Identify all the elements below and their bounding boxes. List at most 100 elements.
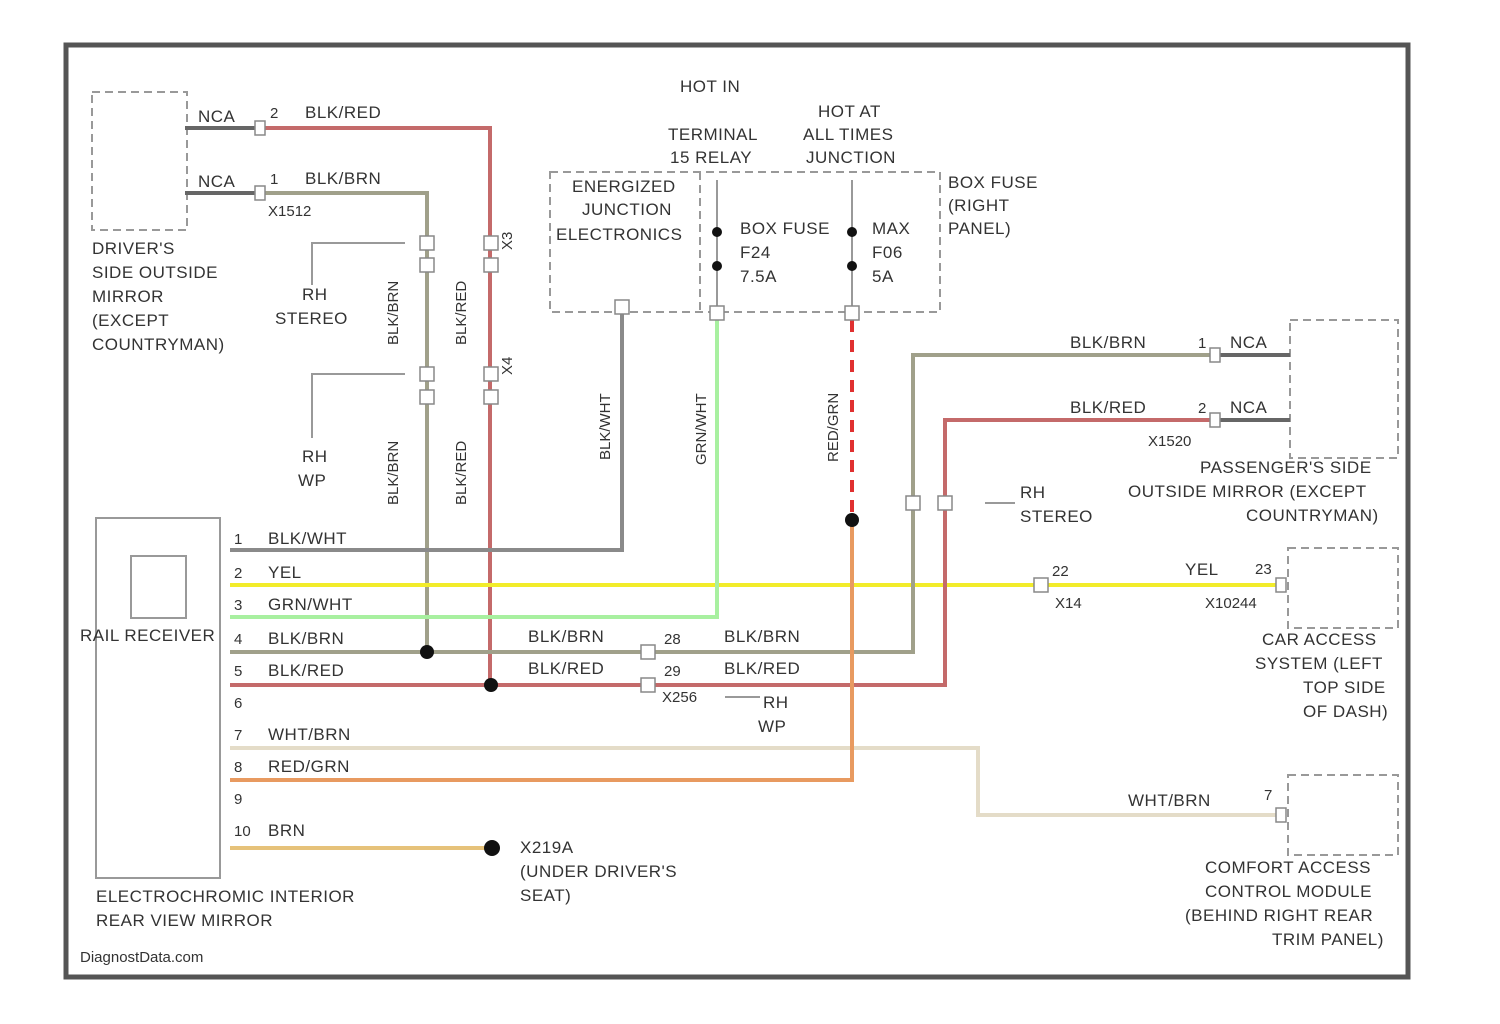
comfort-wire: WHT/BRN <box>1128 791 1211 810</box>
pass-pin-top: 1 <box>1198 335 1206 352</box>
fuse-b-label-3: 5A <box>872 267 894 286</box>
rh-stereo-2: STEREO <box>275 309 348 328</box>
driver-mirror-box <box>92 92 187 230</box>
mirror-pin-6: 6 <box>234 695 242 712</box>
mirror-pin-2: 2 <box>234 565 242 582</box>
car-access-pin-a: 22 <box>1052 563 1069 580</box>
junction-label-3: ELECTRONICS <box>556 225 682 244</box>
mirror-pin-1: 1 <box>234 531 242 548</box>
rail-receiver-box <box>131 556 186 618</box>
driver-pin-top: 2 <box>270 105 278 122</box>
mid-rh-1: RH <box>763 693 789 712</box>
car-access-conn-b: X10244 <box>1205 595 1257 612</box>
interior-mirror-box <box>96 518 220 878</box>
car-access-label-2: SYSTEM (LEFT <box>1255 654 1383 673</box>
mirror-pin-9: 9 <box>234 791 242 808</box>
car-access-box <box>1288 548 1398 628</box>
comfort-access-box <box>1288 775 1398 855</box>
comfort-label-4: TRIM PANEL) <box>1272 930 1384 949</box>
mid-connector: X256 <box>662 689 697 706</box>
pass-pin-bottom: 2 <box>1198 400 1206 417</box>
splice-blk-red <box>484 678 498 692</box>
ground-id: X219A <box>520 838 574 857</box>
driver-wire-bottom: BLK/BRN <box>305 169 381 188</box>
driver-mirror-label-4: (EXCEPT <box>92 311 169 330</box>
mirror-pin-10: 10 <box>234 823 251 840</box>
wire-grn-wht <box>230 320 717 617</box>
hot-at-label-1: HOT AT <box>818 102 881 121</box>
pass-label-1: PASSENGER'S SIDE <box>1200 458 1372 477</box>
driver-pin-bottom: 1 <box>270 171 278 188</box>
car-access-conn-a: X14 <box>1055 595 1082 612</box>
ground-point <box>484 840 500 856</box>
driver-wire-top: BLK/RED <box>305 103 381 122</box>
fuse-a-bottom <box>712 261 722 271</box>
driver-nca-top: NCA <box>198 107 236 126</box>
rh-wp-2: WP <box>298 471 326 490</box>
fuse-a-label-1: BOX FUSE <box>740 219 830 238</box>
left-conn-b: X4 <box>499 357 516 375</box>
mirror-pin-8: 8 <box>234 759 242 776</box>
left-vert-3: BLK/BRN <box>385 441 402 505</box>
rh-wp-1: RH <box>302 447 328 466</box>
rh-wp-leader <box>312 374 405 438</box>
mid-blk-brn-a: BLK/BRN <box>528 627 604 646</box>
center-blk-wht: BLK/WHT <box>597 393 614 460</box>
rh-stereo-leader <box>312 243 405 285</box>
ground-line-1: (UNDER DRIVER'S <box>520 862 677 881</box>
driver-mirror-label-3: MIRROR <box>92 287 164 306</box>
mirror-pin-4: 4 <box>234 631 242 648</box>
terminal-label-1: TERMINAL <box>668 125 758 144</box>
rail-receiver-label: RAIL RECEIVER <box>80 626 215 645</box>
mirror-pin-3: 3 <box>234 597 242 614</box>
left-vert-1: BLK/BRN <box>385 281 402 345</box>
fuse-a-label-3: 7.5A <box>740 267 777 286</box>
mid-blk-red-b: BLK/RED <box>724 659 800 678</box>
splice-blk-brn <box>420 645 434 659</box>
mirror-wire-1: BLK/WHT <box>268 529 347 548</box>
mid-blk-brn-b: BLK/BRN <box>724 627 800 646</box>
mirror-wire-8: RED/GRN <box>268 757 350 776</box>
mirror-wire-10: BRN <box>268 821 305 840</box>
driver-mirror-label-1: DRIVER'S <box>92 239 175 258</box>
mirror-wire-2: YEL <box>268 563 302 582</box>
hot-at-label-2: ALL TIMES <box>803 125 893 144</box>
watermark: DiagnostData.com <box>80 949 203 966</box>
hot-at-label-3: JUNCTION <box>806 148 896 167</box>
car-access-label-4: OF DASH) <box>1303 702 1388 721</box>
passenger-mirror-box <box>1290 320 1398 458</box>
comfort-label-1: COMFORT ACCESS <box>1205 858 1371 877</box>
pass-wire-bottom: BLK/RED <box>1070 398 1146 417</box>
mirror-pin-5: 5 <box>234 663 242 680</box>
pass-rh-2: STEREO <box>1020 507 1093 526</box>
hot-in-label: HOT IN <box>680 77 740 96</box>
pass-label-3: COUNTRYMAN) <box>1246 506 1379 525</box>
driver-nca-bottom: NCA <box>198 172 236 191</box>
pass-label-2: OUTSIDE MIRROR (EXCEPT <box>1128 482 1367 501</box>
interior-mirror-label-1: ELECTROCHROMIC INTERIOR <box>96 887 355 906</box>
splice-red-grn <box>845 513 859 527</box>
box-fuse-panel-2: (RIGHT <box>948 196 1010 215</box>
driver-connector: X1512 <box>268 203 311 220</box>
interior-mirror-label-2: REAR VIEW MIRROR <box>96 911 273 930</box>
mirror-wire-7: WHT/BRN <box>268 725 351 744</box>
car-access-label-3: TOP SIDE <box>1303 678 1386 697</box>
mirror-wire-5: BLK/RED <box>268 661 344 680</box>
comfort-pin: 7 <box>1264 787 1272 804</box>
left-vert-2: BLK/RED <box>453 281 470 345</box>
pass-connector: X1520 <box>1148 433 1191 450</box>
center-grn-wht: GRN/WHT <box>693 393 710 465</box>
left-conn-a: X3 <box>499 232 516 250</box>
mid-pin-29: 29 <box>664 663 681 680</box>
pass-nca-bottom: NCA <box>1230 398 1268 417</box>
fuse-b-label-2: F06 <box>872 243 903 262</box>
mid-rh-2: WP <box>758 717 786 736</box>
fuse-b-bottom <box>847 261 857 271</box>
comfort-label-2: CONTROL MODULE <box>1205 882 1372 901</box>
mirror-pin-7: 7 <box>234 727 242 744</box>
box-fuse-panel-3: PANEL) <box>948 219 1011 238</box>
box-fuse-panel-1: BOX FUSE <box>948 173 1038 192</box>
mirror-wire-3: GRN/WHT <box>268 595 353 614</box>
ground-line-2: SEAT) <box>520 886 571 905</box>
